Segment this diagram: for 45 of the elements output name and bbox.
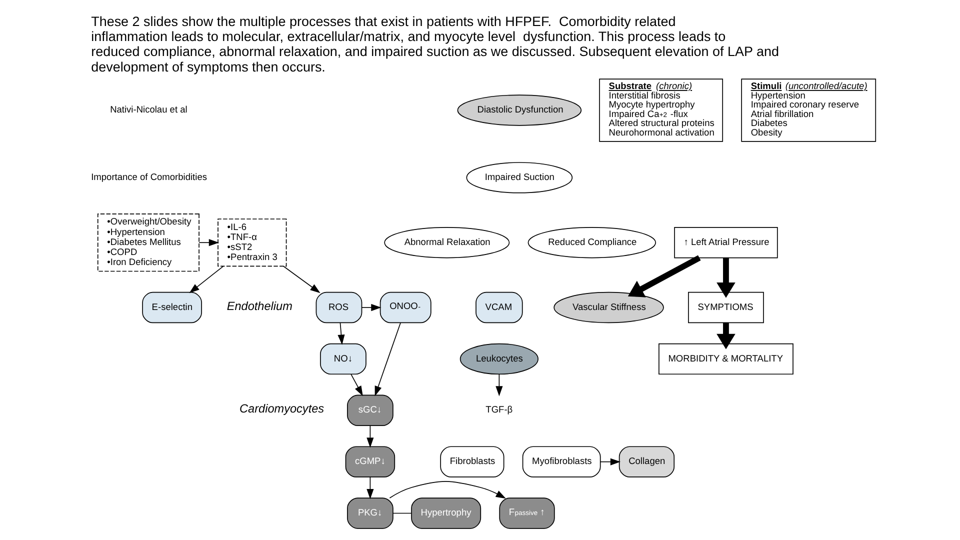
arrow [350, 374, 363, 396]
connector [392, 512, 412, 514]
node-box: MORBIDITY & MORTALITY [658, 343, 794, 375]
arrow [366, 425, 374, 448]
node-ellipse: Diastolic Dysfunction [457, 94, 582, 126]
node-box: ↑ Left Atrial Pressure [674, 227, 778, 258]
node-ellipse: Abnormal Relaxation [384, 227, 510, 258]
node-ellipse: Leukocytes [460, 343, 538, 375]
arrow [374, 322, 401, 396]
node-box: Fibroblasts [440, 446, 504, 478]
node-box: ROS [316, 292, 362, 324]
arrow [716, 258, 736, 298]
arrow [389, 481, 506, 499]
node-box: •Overweight/Obesity •Hypertension •Diabetes Mellitus •COPD •Iron Deficiency [97, 214, 200, 272]
diagram-title: These 2 slides show the multiple processes that exist in patients with HFPEF. Comorbidity related inflammation leads to molecular, extracellular/matrix, and myocyte level dysfunction. This process leads to reduced compliance, abnormal relaxation, and impaired suction as we discussed. Subsequent elevation of LAP and development of symptoms then occurs. [91, 14, 779, 74]
node-box: •IL-6 •TNF-α •sST2 •Pentraxin 3 [218, 218, 287, 267]
node-ellipse: Vascular Stiffness [554, 292, 664, 324]
arrow [366, 476, 374, 500]
node-box: NO↓ [320, 343, 366, 375]
arrow [600, 458, 621, 466]
node-box: Myofibroblasts [522, 446, 601, 478]
node-box: E-selectin [142, 292, 202, 324]
arrow [283, 266, 320, 294]
arrow [361, 304, 382, 312]
node-text: TGF-β [486, 404, 513, 415]
arrow [189, 266, 224, 294]
label: Importance of Comorbidities [91, 172, 207, 182]
node-box: Stimuli (uncontrolled/acute) Hypertension Impaired coronary reserve Atrial fibrillation Diabetes Obesity [741, 78, 876, 142]
label: Cardiomyocytes [240, 402, 324, 416]
node-ellipse: Reduced Compliance [528, 227, 656, 258]
arrow [716, 322, 736, 350]
node-box: cGMP↓ [345, 446, 396, 478]
node-box: PKG↓ [347, 498, 394, 529]
arrow [496, 374, 503, 396]
arrow [338, 322, 345, 345]
node-box: Collagen [618, 446, 675, 478]
label: Endothelium [226, 298, 292, 313]
node-box: Hypertrophy [411, 498, 482, 529]
node-box: VCAM [476, 292, 523, 324]
node-ellipse: Impaired Suction [466, 162, 573, 194]
arrow [198, 239, 220, 246]
arrow [628, 255, 701, 298]
node-box: SYMPTIOMS [688, 292, 764, 324]
label: Nativi-Nicolau et al [110, 104, 188, 115]
node-box: sGC↓ [347, 394, 394, 426]
